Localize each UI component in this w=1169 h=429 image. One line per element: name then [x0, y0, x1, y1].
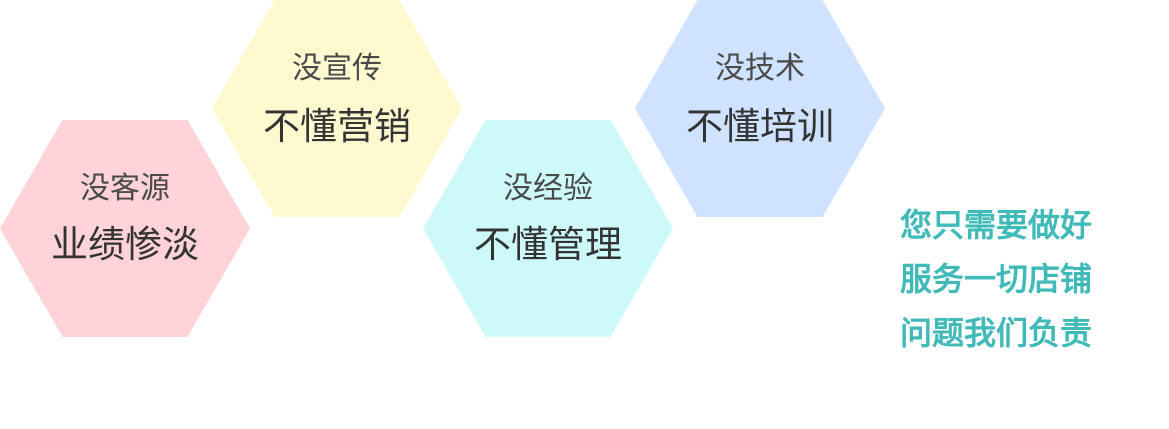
- slogan-line: 问题我们负责: [900, 314, 1093, 352]
- hexagon-subtitle: 不懂营销: [263, 105, 411, 148]
- hexagon-promotion: 没宣传 不懂营销: [212, 0, 462, 217]
- hexagon-subtitle: 业绩惨淡: [51, 223, 199, 266]
- hexagon-title: 没经验: [503, 171, 593, 206]
- hexagon-technology: 没技术 不懂培训: [635, 0, 885, 217]
- hexagon-title: 没技术: [715, 51, 805, 86]
- hexagon-title: 没客源: [80, 171, 170, 206]
- hexagon-title: 没宣传: [292, 51, 382, 86]
- slogan-block: 您只需要做好 服务一切店铺 问题我们负责: [900, 198, 1130, 360]
- hexagon-customer-source: 没客源 业绩惨淡: [0, 120, 250, 337]
- hexagon-experience: 没经验 不懂管理: [423, 120, 673, 337]
- hexagon-subtitle: 不懂管理: [474, 223, 622, 266]
- slogan-line: 服务一切店铺: [900, 260, 1093, 298]
- slogan-line: 您只需要做好: [900, 206, 1093, 244]
- hexagon-subtitle: 不懂培训: [686, 105, 834, 148]
